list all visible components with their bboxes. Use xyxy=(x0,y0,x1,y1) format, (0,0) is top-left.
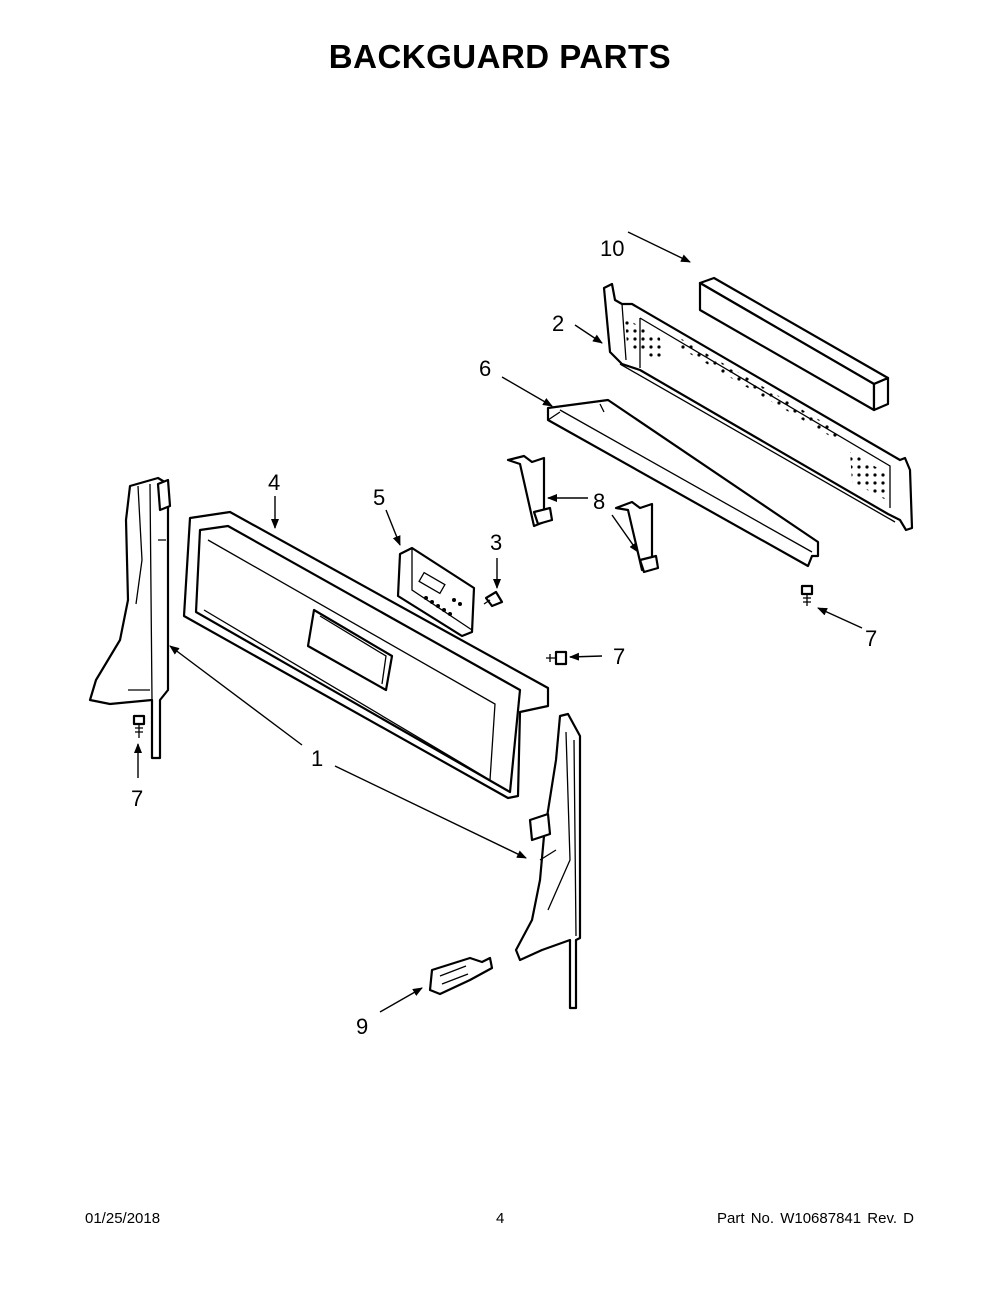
callout-7-right: 7 xyxy=(865,626,877,651)
part-7-screw-mid xyxy=(546,650,568,666)
callout-10: 10 xyxy=(600,236,624,261)
callout-9: 9 xyxy=(356,1014,368,1039)
part-3-screw xyxy=(483,590,504,608)
callout-1: 1 xyxy=(311,746,323,771)
callout-5: 5 xyxy=(373,485,385,510)
callout-7-left: 7 xyxy=(131,786,143,811)
page-title: BACKGUARD PARTS xyxy=(328,38,672,75)
part-10-filler-strip xyxy=(698,276,890,412)
part-9-bracket xyxy=(428,956,494,996)
footer-part-number: Part No. W10687841 Rev. D xyxy=(717,1210,914,1227)
callout-6: 6 xyxy=(479,356,491,381)
part-8-bracket-right xyxy=(614,500,660,574)
footer-page-number: 4 xyxy=(496,1210,505,1227)
callout-7-mid: 7 xyxy=(613,644,625,669)
part-8-bracket-left xyxy=(506,454,554,528)
part-6-support-channel xyxy=(546,398,820,568)
leader-lines xyxy=(134,231,863,1013)
part-5-control-board xyxy=(396,546,476,638)
part-4-control-panel xyxy=(182,510,550,800)
footer-date: 01/25/2018 xyxy=(85,1210,161,1227)
callout-8: 8 xyxy=(593,489,605,514)
part-7-screw-left xyxy=(132,714,146,738)
part-2-rear-panel xyxy=(602,282,914,532)
part-1-end-cap-left xyxy=(88,476,172,760)
part-1-end-cap-right xyxy=(514,712,582,1010)
part-7-screw-right xyxy=(800,584,814,606)
callout-4: 4 xyxy=(268,470,280,495)
callout-3: 3 xyxy=(490,530,502,555)
callout-2: 2 xyxy=(552,311,564,336)
